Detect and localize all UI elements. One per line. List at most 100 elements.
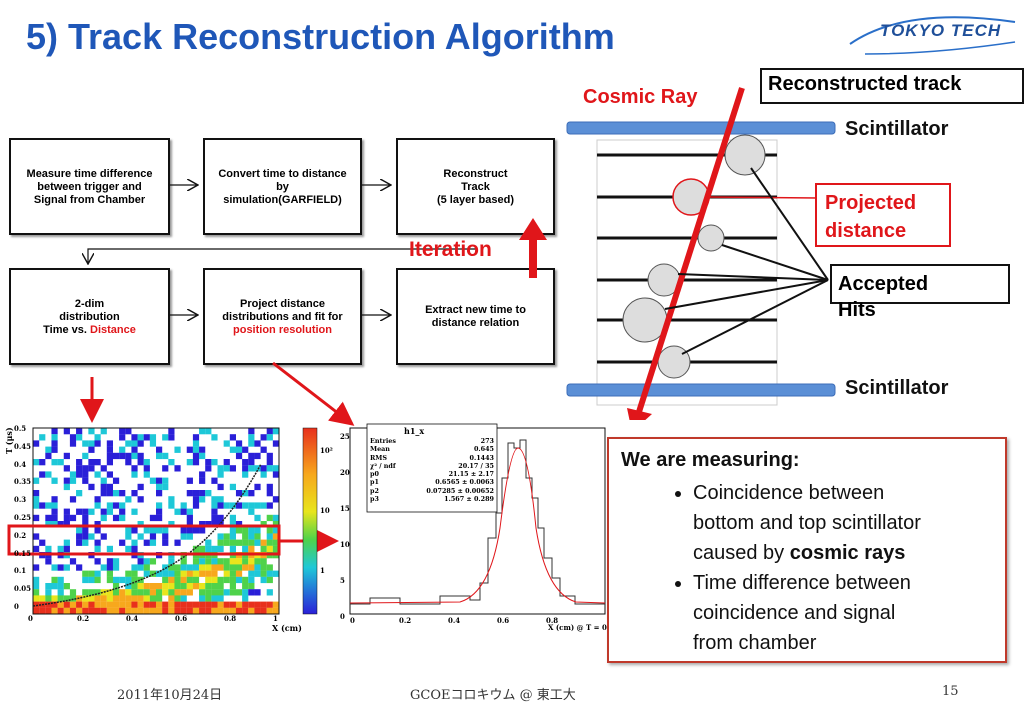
heatmap-cell bbox=[229, 465, 236, 472]
heatmap-cell bbox=[199, 564, 206, 571]
heatmap-cell bbox=[137, 521, 144, 528]
heatmap-cell bbox=[131, 589, 138, 596]
heatmap-cell bbox=[137, 440, 144, 447]
heatmap-cell bbox=[217, 595, 224, 602]
heatmap-cell bbox=[125, 583, 132, 590]
heatmap-cell bbox=[211, 558, 218, 565]
heatmap-cell bbox=[100, 477, 107, 484]
heatmap-cell bbox=[119, 601, 126, 608]
heatmap-cell bbox=[131, 601, 138, 608]
heatmap-cell bbox=[112, 595, 120, 602]
heatmap-cell bbox=[33, 607, 40, 615]
heatmap-cell bbox=[248, 570, 255, 577]
hist-ytick-0: 25 bbox=[340, 432, 350, 441]
heatmap-cell bbox=[192, 601, 200, 608]
step-2dim-line3a: Time vs. bbox=[43, 324, 91, 336]
heatmap-cell bbox=[186, 459, 193, 466]
heatmap-cell bbox=[131, 508, 138, 515]
heatmap-cell bbox=[162, 564, 169, 571]
heatmap-cell bbox=[51, 595, 58, 602]
heatmap-cell bbox=[125, 527, 132, 534]
heatmap-cell bbox=[205, 589, 212, 596]
heatmap-cell bbox=[94, 570, 101, 577]
heatmap-cell bbox=[242, 564, 249, 571]
heatmap-cell bbox=[235, 601, 243, 608]
measuring-item-time-difference: Time difference between coincidence and … bbox=[693, 568, 995, 658]
heatmap-cell bbox=[199, 428, 206, 435]
heatmap-cell bbox=[235, 589, 243, 596]
plot2d-ytick-0: 0.5 bbox=[14, 424, 27, 433]
heatmap-cell bbox=[51, 576, 58, 584]
heatmap-cell bbox=[119, 589, 126, 596]
heatmap-cell bbox=[217, 465, 224, 472]
heatmap-cell bbox=[76, 527, 83, 534]
heatmap-cell bbox=[51, 508, 58, 515]
heatmap-cell bbox=[248, 434, 255, 441]
heatmap-cell bbox=[242, 539, 249, 546]
heatmap-cell bbox=[242, 558, 249, 565]
heatmap-cell bbox=[51, 514, 58, 522]
heatmap-cell bbox=[125, 428, 132, 435]
heatmap-cell bbox=[162, 483, 169, 491]
arrow-to-histogram bbox=[272, 361, 355, 426]
heatmap-cell bbox=[94, 589, 101, 596]
measuring-item1-c: caused by bbox=[693, 542, 790, 564]
heatmap-cell bbox=[39, 434, 46, 441]
heatmap-cell bbox=[82, 576, 89, 584]
hist-ytick-4: 5 bbox=[340, 576, 345, 585]
heatmap-cell bbox=[45, 446, 52, 453]
hit-circle-3 bbox=[697, 224, 725, 252]
heatmap-cell bbox=[82, 539, 89, 546]
heatmap-cell bbox=[235, 527, 243, 534]
heatmap-cell bbox=[94, 502, 101, 509]
heatmap-cell bbox=[180, 595, 187, 602]
heatmap-cell bbox=[223, 589, 230, 596]
heatmap-cell bbox=[162, 589, 169, 596]
heatmap-cell bbox=[100, 589, 107, 596]
heatmap-cell bbox=[100, 483, 107, 491]
heatmap-cell bbox=[106, 508, 113, 515]
heatmap-cell bbox=[211, 601, 218, 608]
heatmap-cell bbox=[254, 514, 261, 522]
heatmap-cell bbox=[242, 471, 249, 478]
heatmap-cell bbox=[33, 477, 40, 484]
heatmap-cell bbox=[248, 539, 255, 546]
heatmap-cell bbox=[131, 440, 138, 447]
heatmap-cell bbox=[272, 465, 280, 472]
heatmap-cell bbox=[168, 459, 175, 466]
step-2dim-line3: Time vs. Distance bbox=[15, 324, 164, 337]
heatmap-cell bbox=[125, 570, 132, 577]
heatmap-cell bbox=[162, 533, 169, 540]
heatmap-cell bbox=[137, 434, 144, 441]
heatmap-cell bbox=[180, 533, 187, 540]
heatmap-cell bbox=[272, 545, 280, 553]
heatmap-cell bbox=[149, 440, 157, 447]
heatmap-cell bbox=[143, 539, 150, 546]
heatmap-cell bbox=[94, 459, 101, 466]
accepted-line1: Accepted bbox=[838, 273, 929, 295]
heatmap-cell bbox=[266, 570, 273, 577]
heatmap-cell bbox=[162, 477, 169, 484]
heatmap-cell bbox=[82, 527, 89, 534]
iteration-arrow-head bbox=[519, 218, 547, 240]
heatmap-cell bbox=[223, 564, 230, 571]
heatmap-cell bbox=[112, 514, 120, 522]
heatmap-cell bbox=[45, 589, 52, 596]
heatmap-cell bbox=[57, 545, 64, 553]
heatmap-cell bbox=[174, 607, 181, 615]
plot2d-xtick-2: 0.4 bbox=[126, 614, 139, 623]
heatmap-cell bbox=[149, 589, 157, 596]
step-2dim-line3b: Distance bbox=[90, 324, 136, 336]
heatmap-cell bbox=[199, 583, 206, 590]
heatmap-cell bbox=[106, 490, 113, 497]
heatmap-cell bbox=[223, 533, 230, 540]
heatmap-cell bbox=[266, 539, 273, 546]
heatmap-cell bbox=[119, 502, 126, 509]
heatmap-cell bbox=[57, 595, 64, 602]
heatmap-cell bbox=[45, 607, 52, 615]
heatmap-cell bbox=[254, 440, 261, 447]
heatmap-cell bbox=[33, 440, 40, 447]
heatmap-cell bbox=[51, 428, 58, 435]
heatmap-cell bbox=[199, 601, 206, 608]
